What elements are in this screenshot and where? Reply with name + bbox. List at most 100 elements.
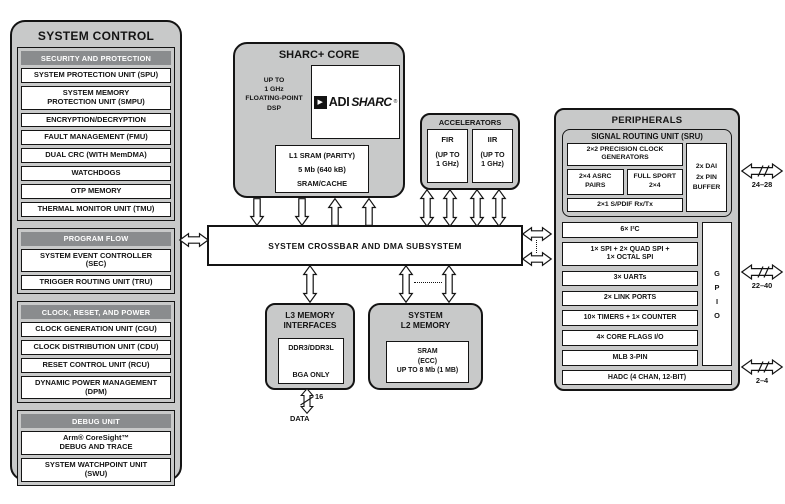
bidirectional-arrow-icon <box>470 189 484 227</box>
bidirectional-arrow-icon <box>399 265 413 303</box>
unit-tmu: THERMAL MONITOR UNIT (TMU) <box>21 201 171 217</box>
gpio-letter: I <box>715 296 719 306</box>
gpio-letter: O <box>714 310 720 320</box>
unit-fmu: FAULT MANAGEMENT (FMU) <box>21 130 171 146</box>
hadc-row: HADC (4 CHAN, 12-BIT) <box>562 370 732 386</box>
up-arrow-icon <box>328 198 342 226</box>
sharc-core-block: SHARC+ CORE UP TO 1 GHz FLOATING-POINT D… <box>233 42 405 198</box>
pin-count-label: 24–28 <box>751 180 773 189</box>
dotted-link <box>536 240 537 253</box>
l2-line: (ECC) <box>417 357 438 365</box>
pin-bus-arrow-icon <box>741 264 783 280</box>
unit-smpu: SYSTEM MEMORY PROTECTION UNIT (SMPU) <box>21 85 171 110</box>
unit-coresight: Arm® CoreSight™ DEBUG AND TRACE <box>21 431 171 456</box>
unit-tru: TRIGGER ROUTING UNIT (TRU) <box>21 275 171 291</box>
pin-count-label: 2–4 <box>755 376 769 385</box>
unit-cdu: CLOCK DISTRIBUTION UNIT (CDU) <box>21 339 171 355</box>
l1-sram-box: L1 SRAM (PARITY) 5 Mb (640 kB) SRAM/CACH… <box>275 145 369 193</box>
l1-line: SRAM/CACHE <box>296 178 348 188</box>
link-ports-row: 2× LINK PORTS <box>562 290 698 306</box>
unit-encryption: ENCRYPTION/DECRYPTION <box>21 112 171 128</box>
bidirectional-arrow-icon <box>442 265 456 303</box>
spdif: 2×1 S/PDIF Rx/Tx <box>567 197 683 213</box>
uart-row: 3× UARTs <box>562 270 698 287</box>
signal-routing-unit: SIGNAL ROUTING UNIT (SRU) 2×2 PRECISION … <box>562 129 732 218</box>
bga-line: BGA ONLY <box>292 370 330 379</box>
ddr-line: DDR3/DDR3L <box>288 343 334 352</box>
spi-row: 1× SPI + 2× QUAD SPI + 1× OCTAL SPI <box>562 242 698 267</box>
l3-memory-block: L3 MEMORY INTERFACES DDR3/DDR3L BGA ONLY <box>265 303 355 390</box>
ddr-box: DDR3/DDR3L BGA ONLY <box>278 338 344 384</box>
accelerators-block: ACCELERATORS FIR (UP TO 1 GHz) IIR (UP T… <box>420 113 520 190</box>
sru-title: SIGNAL ROUTING UNIT (SRU) <box>591 132 703 141</box>
dsp-note-line: UP TO <box>263 77 285 84</box>
precision-clock-generators: 2×2 PRECISION CLOCK GENERATORS <box>567 143 683 166</box>
bidirectional-arrow-icon <box>443 189 457 227</box>
l2-line: UP TO 8 Mb (1 MB) <box>396 367 459 375</box>
mlb-row: MLB 3-PIN <box>562 350 698 366</box>
section-clock-reset-power: CLOCK, RESET, AND POWER CLOCK GENERATION… <box>17 301 175 404</box>
l2-line: SRAM <box>417 348 438 356</box>
section-header: PROGRAM FLOW <box>21 231 171 246</box>
dotted-link <box>414 282 442 283</box>
i2c-row: 6× I²C <box>562 222 698 238</box>
dai-line: 2x PIN <box>696 173 717 181</box>
gpio-letter: G <box>714 268 720 278</box>
fir-accelerator: FIR (UP TO 1 GHz) <box>427 129 468 183</box>
unit-sec: SYSTEM EVENT CONTROLLER (SEC) <box>21 248 171 273</box>
dai-line: BUFFER <box>692 183 721 191</box>
bus-width-label: 16 <box>315 392 324 401</box>
fir-note: (UP TO 1 GHz) <box>435 150 460 169</box>
section-program-flow: PROGRAM FLOW SYSTEM EVENT CONTROLLER (SE… <box>17 227 175 295</box>
peripherals-title: PERIPHERALS <box>611 115 683 126</box>
down-arrow-icon <box>295 198 309 226</box>
dsp-note-line: 1 GHz <box>264 86 284 94</box>
sharc-brand-text: SHARC <box>351 95 392 109</box>
dsp-note: UP TO 1 GHz FLOATING-POINT DSP <box>237 76 311 113</box>
peripherals-block: PERIPHERALS SIGNAL ROUTING UNIT (SRU) 2×… <box>554 108 740 391</box>
iir-note: (UP TO 1 GHz) <box>480 150 505 169</box>
pin-bus-arrow-icon <box>741 359 783 375</box>
unit-otp-memory: OTP MEMORY <box>21 183 171 199</box>
pin-count-label: 22–40 <box>751 281 773 290</box>
bidirectional-arrow-icon <box>420 189 434 227</box>
l1-line: 5 Mb (640 kB) <box>298 164 346 174</box>
sharc-core-title: SHARC+ CORE <box>278 49 360 61</box>
iir-label: IIR <box>487 135 498 144</box>
l2-sram-box: SRAM (ECC) UP TO 8 Mb (1 MB) <box>386 341 469 383</box>
unit-dual-crc: DUAL CRC (WITH MemDMA) <box>21 148 171 164</box>
dai-pin-buffer: 2x DAI 2x PIN BUFFER <box>686 143 727 213</box>
bidirectional-arrow-icon <box>303 265 317 303</box>
fir-label: FIR <box>441 135 454 144</box>
section-header: CLOCK, RESET, AND POWER <box>21 305 171 320</box>
adi-logo-icon: ▶ <box>313 95 327 109</box>
unit-watchdogs: WATCHDOGS <box>21 166 171 181</box>
asrc-pairs: 2×4 ASRC PAIRS <box>567 168 624 195</box>
bidirectional-arrow-icon <box>179 233 209 247</box>
l2-memory-block: SYSTEM L2 MEMORY SRAM (ECC) UP TO 8 Mb (… <box>368 303 483 390</box>
dsp-note-line: DSP <box>267 104 281 112</box>
unit-rcu: RESET CONTROL UNIT (RCU) <box>21 357 171 373</box>
registered-mark: ® <box>393 99 398 105</box>
system-control-block: SYSTEM CONTROL SECURITY AND PROTECTION S… <box>10 20 182 486</box>
l3-memory-title: L3 MEMORY INTERFACES <box>283 310 337 331</box>
up-arrow-icon <box>362 198 376 226</box>
adi-brand-text: ADI <box>328 95 350 109</box>
l1-line: L1 SRAM (PARITY) <box>289 150 355 160</box>
adi-sharc-logo: ▶ ADI SHARC ® <box>311 65 400 139</box>
dai-line: 2x DAI <box>695 163 718 171</box>
section-security-and-protection: SECURITY AND PROTECTION SYSTEM PROTECTIO… <box>17 47 175 221</box>
unit-cgu: CLOCK GENERATION UNIT (CGU) <box>21 322 171 337</box>
unit-swu: SYSTEM WATCHPOINT UNIT (SWU) <box>21 458 171 482</box>
pin-bus-arrow-icon <box>741 163 783 179</box>
data-bus-arrow-icon <box>299 388 315 414</box>
section-header: SECURITY AND PROTECTION <box>21 51 171 65</box>
dsp-note-line: FLOATING-POINT <box>245 95 303 103</box>
down-arrow-icon <box>250 198 264 226</box>
full-sport: FULL SPORT 2×4 <box>626 168 683 195</box>
system-crossbar: SYSTEM CROSSBAR AND DMA SUBSYSTEM <box>207 225 523 266</box>
iir-accelerator: IIR (UP TO 1 GHz) <box>472 129 513 183</box>
bidirectional-arrow-icon <box>492 189 506 227</box>
unit-dpm: DYNAMIC POWER MANAGEMENT (DPM) <box>21 375 171 400</box>
